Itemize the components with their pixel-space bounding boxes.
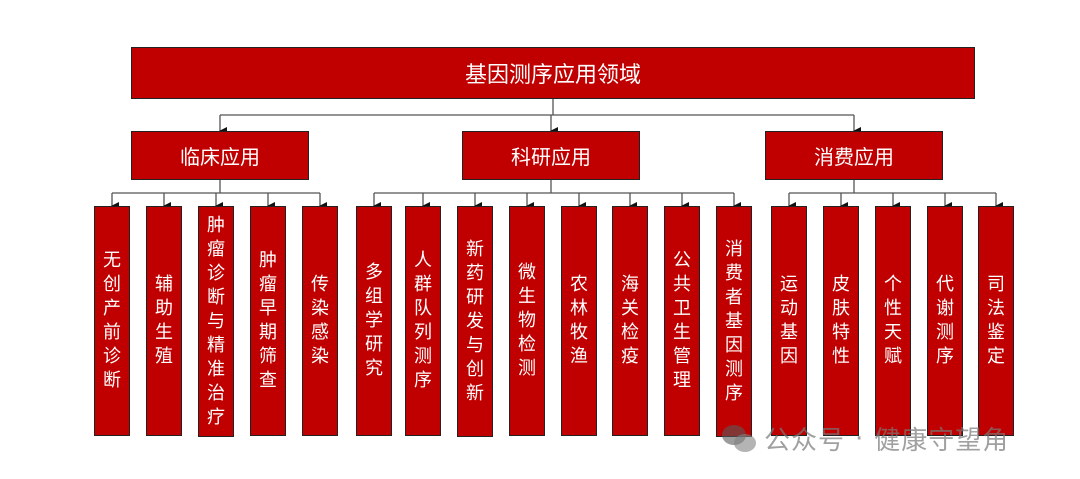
leaf-node: 海关检疫 (612, 206, 648, 436)
wechat-icon (722, 424, 756, 453)
leaf-node: 代谢测序 (927, 206, 963, 436)
leaf-node: 无创产前诊断 (94, 206, 130, 436)
leaf-node: 皮肤特性 (823, 206, 859, 436)
watermark-separator: · (855, 423, 865, 454)
leaf-node: 消费者基因测序 (716, 206, 752, 437)
leaf-node: 多组学研究 (356, 206, 392, 436)
leaf-node: 个性天赋 (875, 206, 911, 436)
watermark: 公众号 · 健康守望角 (722, 420, 1009, 457)
category-node: 科研应用 (462, 131, 640, 180)
leaf-node: 肿瘤诊断与精准治疗 (198, 206, 234, 437)
leaf-node: 肿瘤早期筛查 (250, 206, 286, 436)
root-node: 基因测序应用领域 (131, 47, 975, 99)
leaf-node: 人群队列测序 (405, 206, 441, 436)
leaf-node: 运动基因 (771, 206, 807, 436)
watermark-name: 健康守望角 (874, 426, 1010, 456)
leaf-node: 公共卫生管理 (664, 206, 700, 436)
leaf-node: 新药研发与创新 (457, 206, 493, 437)
leaf-node: 司法鉴定 (978, 206, 1014, 436)
category-node: 消费应用 (765, 131, 943, 180)
category-node: 临床应用 (131, 131, 309, 180)
leaf-node: 农林牧渔 (561, 206, 597, 436)
leaf-node: 传染感染 (302, 206, 338, 436)
watermark-prefix: 公众号 (764, 426, 846, 456)
leaf-node: 辅助生殖 (146, 206, 182, 436)
leaf-node: 微生物检测 (509, 206, 545, 436)
